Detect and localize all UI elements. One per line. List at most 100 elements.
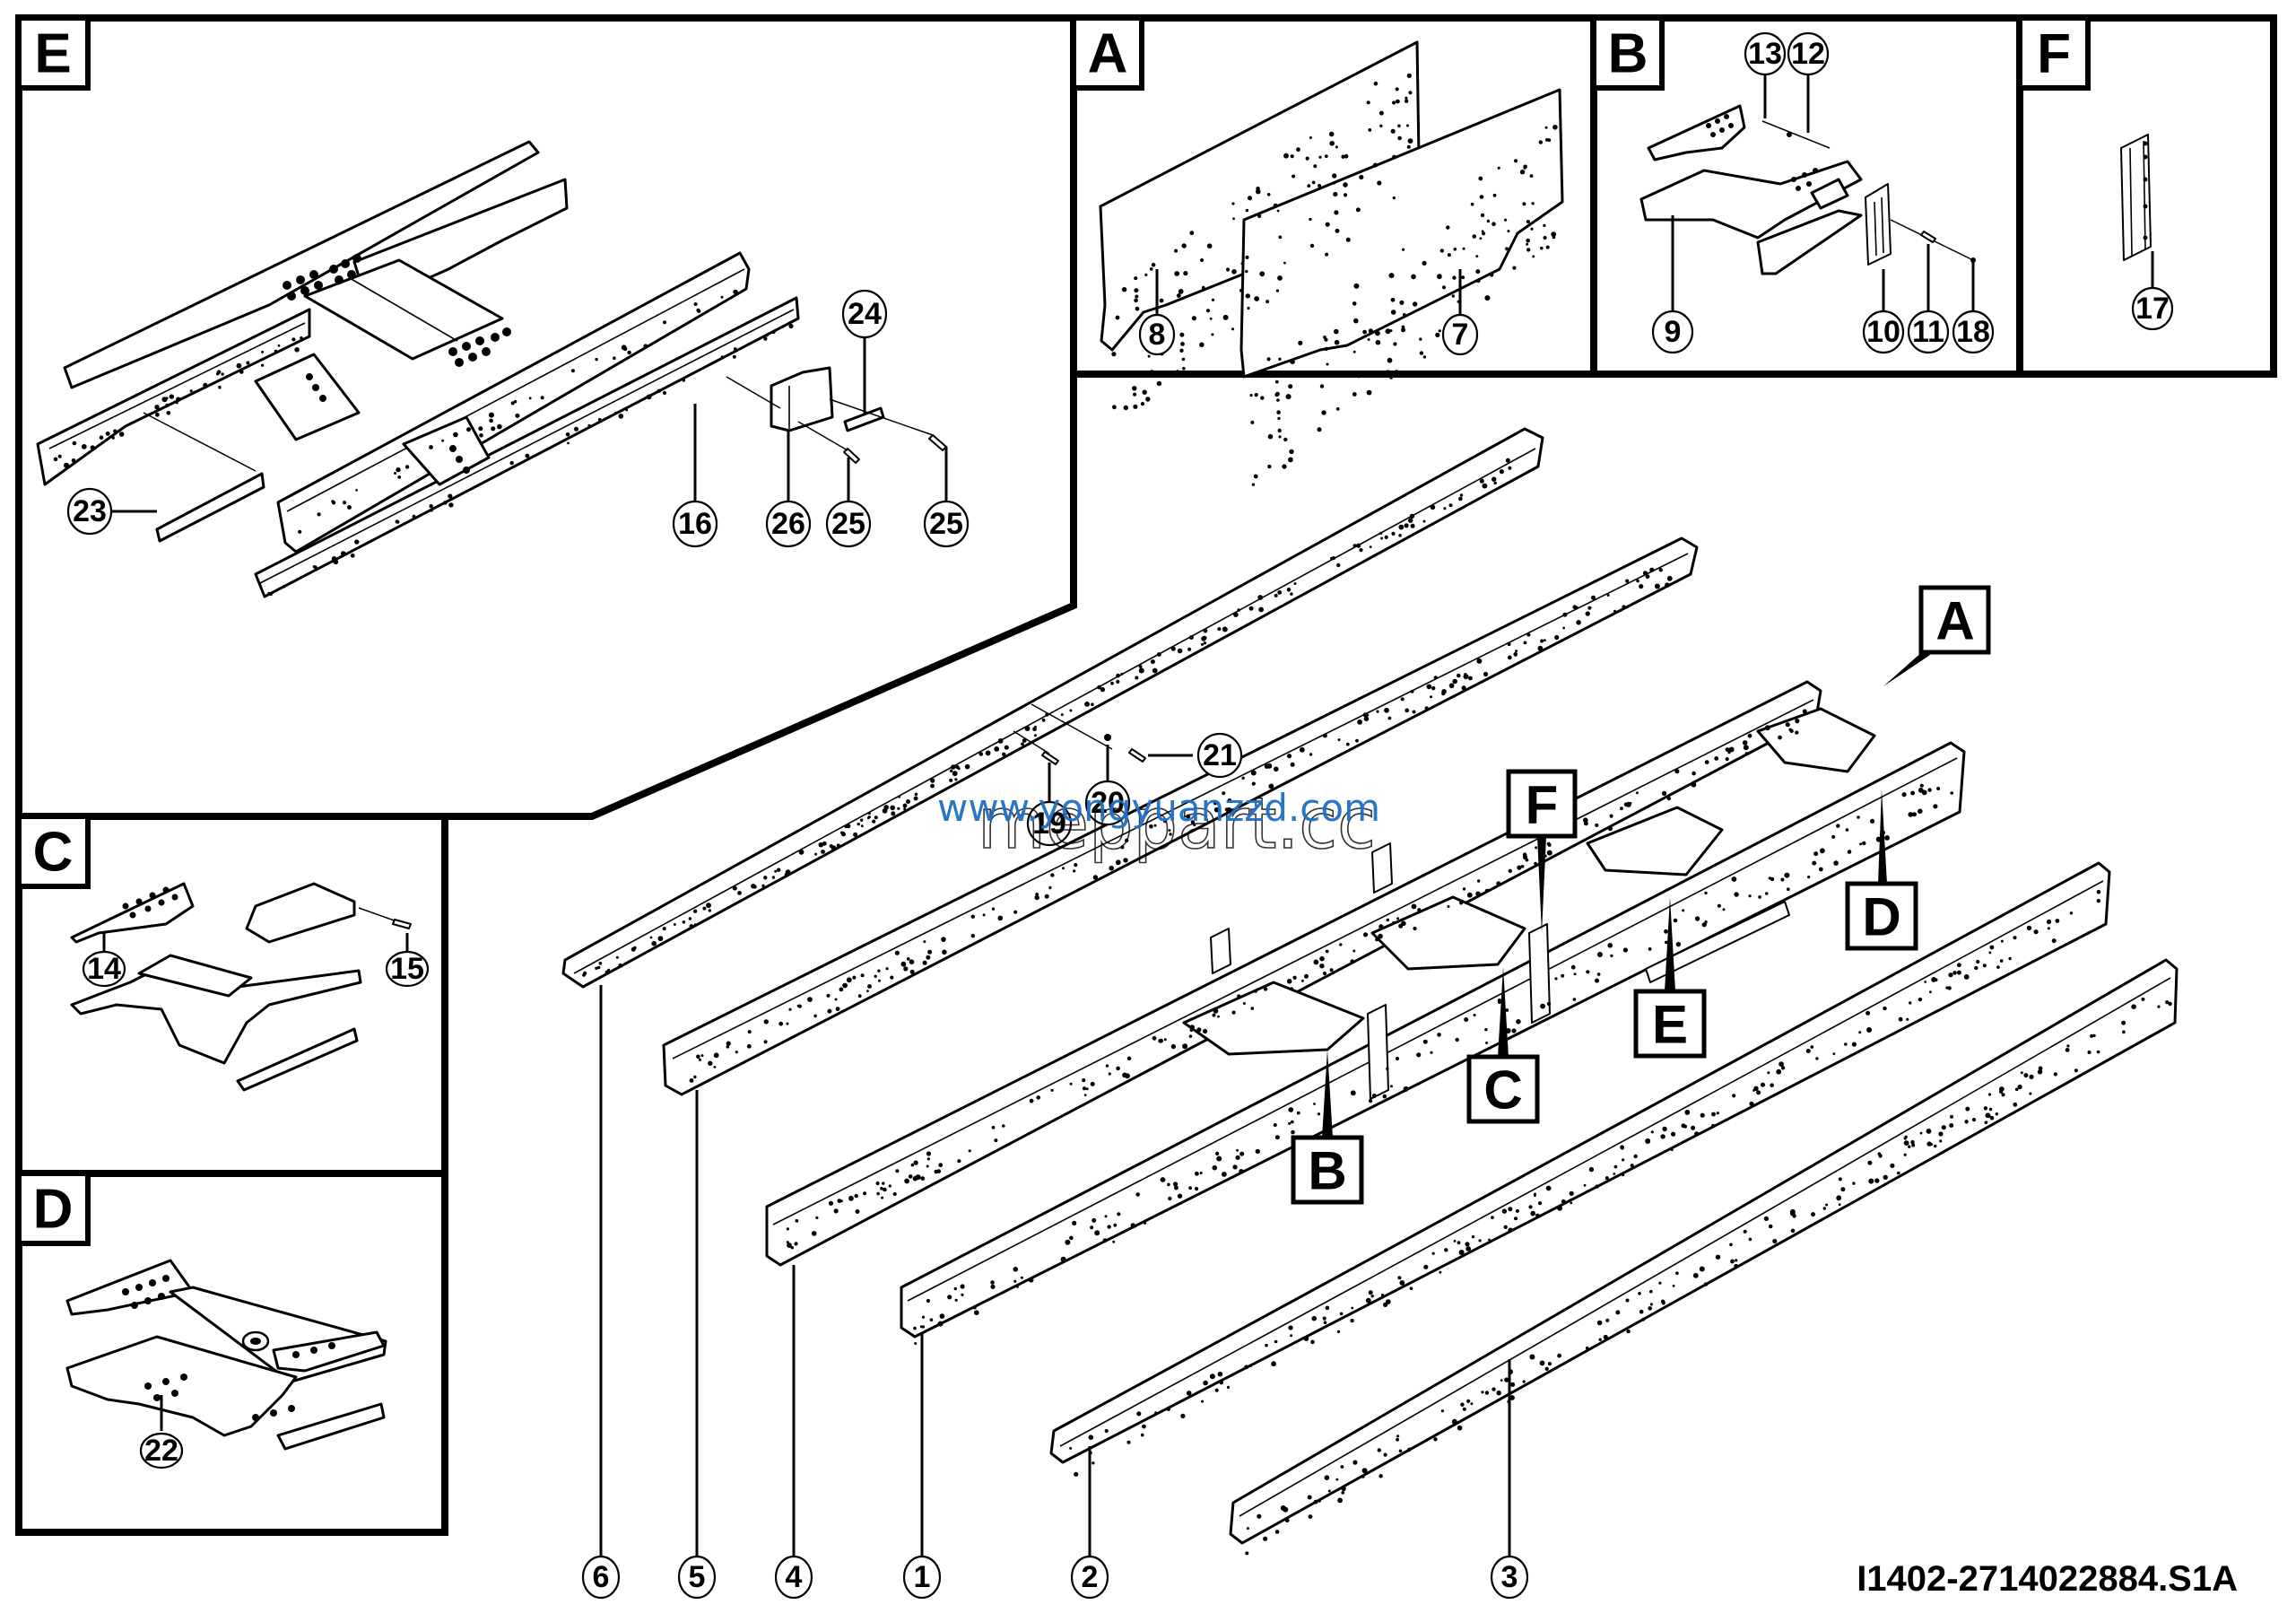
- perforation-hole: [1605, 1176, 1609, 1181]
- rail-2: [1049, 861, 2111, 1464]
- perforation-hole: [1422, 260, 1427, 266]
- perforation-hole: [1505, 1008, 1509, 1012]
- perforation-hole: [1170, 646, 1176, 651]
- perforation-hole: [1222, 791, 1226, 796]
- perforation-hole: [1508, 1227, 1513, 1233]
- perforation-hole: [1407, 1447, 1412, 1452]
- perforation-hole: [1359, 548, 1363, 553]
- perforation-hole: [1649, 1303, 1653, 1306]
- perforation-hole: [625, 408, 629, 412]
- perforation-hole: [300, 336, 303, 340]
- perforation-hole: [1588, 1166, 1595, 1173]
- perforation-hole: [574, 426, 578, 432]
- perforation-hole: [1545, 1185, 1552, 1191]
- perforation-hole: [968, 1149, 971, 1153]
- perforation-hole: [982, 913, 986, 917]
- perforation-hole: [689, 1078, 694, 1083]
- perforation-hole: [1241, 776, 1245, 780]
- perforation-hole: [763, 336, 768, 341]
- perforation-hole: [662, 927, 666, 931]
- perforation-hole: [1544, 1366, 1549, 1372]
- perforation-hole: [1919, 1131, 1923, 1135]
- perforation-hole: [1435, 332, 1440, 337]
- perforation-hole: [1121, 287, 1127, 292]
- perforation-hole: [1939, 1139, 1943, 1143]
- perforation-hole: [1083, 1086, 1086, 1091]
- perforation-hole: [1380, 536, 1384, 540]
- perforation-hole: [726, 1041, 731, 1046]
- perforation-hole: [1285, 394, 1292, 400]
- callout-b12: 12: [1787, 31, 1830, 133]
- perforation-hole: [1570, 964, 1576, 970]
- perforation-hole: [1535, 846, 1538, 850]
- panel-f-bracket: [2120, 134, 2152, 261]
- perforation-hole: [614, 411, 618, 414]
- perforation-hole: [596, 965, 601, 970]
- perforation-hole: [1163, 1038, 1167, 1042]
- perforation-hole: [1543, 223, 1546, 227]
- perforation-hole: [1391, 531, 1396, 536]
- perforation-hole: [991, 1125, 996, 1129]
- perforation-hole: [1250, 420, 1255, 424]
- perforation-hole: [1802, 709, 1807, 714]
- perforation-hole: [1573, 972, 1577, 976]
- perforation-hole: [1840, 1187, 1846, 1192]
- perforation-hole: [1282, 464, 1287, 469]
- perforation-hole: [1303, 1336, 1309, 1341]
- perforation-hole: [926, 1151, 932, 1156]
- perforation-hole: [1245, 1551, 1249, 1556]
- callout-number: 25: [929, 507, 963, 541]
- perforation-hole: [1965, 1106, 1970, 1112]
- perforation-hole: [1151, 262, 1156, 267]
- perforation-hole: [1203, 628, 1208, 633]
- perforation-hole: [938, 1163, 944, 1168]
- perforation-hole: [1654, 583, 1660, 589]
- perforation-hole: [1126, 1056, 1132, 1061]
- perforation-hole: [1444, 1248, 1448, 1252]
- perforation-hole: [1329, 968, 1334, 972]
- panel-label-text: D: [33, 1179, 74, 1241]
- perforation-hole: [914, 1342, 918, 1345]
- perforation-hole: [1357, 719, 1362, 725]
- detail-ref-f: F: [1506, 769, 1578, 933]
- perforation-hole: [1699, 1266, 1705, 1272]
- perforation-hole: [1257, 214, 1262, 218]
- perforation-hole: [867, 984, 872, 989]
- perforation-hole: [1324, 346, 1329, 351]
- perforation-hole: [836, 843, 840, 848]
- perforation-hole: [1337, 738, 1341, 742]
- perforation-hole: [1610, 954, 1613, 958]
- callout-number: 3: [1501, 1560, 1518, 1594]
- perforation-hole: [913, 1326, 917, 1330]
- perforation-hole: [1195, 1171, 1199, 1176]
- perforation-hole: [1629, 801, 1632, 805]
- perforation-hole: [1326, 371, 1329, 375]
- perforation-hole: [1211, 298, 1215, 301]
- perforation-hole: [53, 457, 58, 462]
- perforation-hole: [1321, 410, 1326, 415]
- perforation-hole: [1534, 1194, 1536, 1197]
- perforation-hole: [597, 418, 602, 422]
- perforation-hole: [1459, 901, 1464, 905]
- perforation-hole: [1430, 1051, 1433, 1054]
- perforation-hole: [1613, 609, 1616, 613]
- perforation-hole: [1642, 571, 1648, 576]
- perforation-hole: [848, 1195, 854, 1201]
- perforation-hole: [1091, 1217, 1097, 1223]
- perforation-hole: [491, 426, 496, 432]
- perforation-hole: [1135, 306, 1140, 311]
- perforation-hole: [1591, 595, 1596, 600]
- perforation-hole: [1701, 922, 1707, 928]
- perforation-hole: [855, 1209, 860, 1214]
- perforation-hole: [277, 344, 281, 347]
- callout-e25b: 25: [923, 447, 970, 548]
- perforation-hole: [735, 1051, 738, 1054]
- perforation-hole: [771, 876, 776, 879]
- perforation-hole: [693, 302, 698, 306]
- perforation-hole: [1290, 1334, 1293, 1338]
- perforation-hole: [1392, 100, 1396, 105]
- perforation-hole: [1530, 1210, 1535, 1216]
- callout-number: 12: [1791, 37, 1825, 71]
- perforation-hole: [1324, 1475, 1330, 1480]
- perforation-hole: [1417, 908, 1422, 912]
